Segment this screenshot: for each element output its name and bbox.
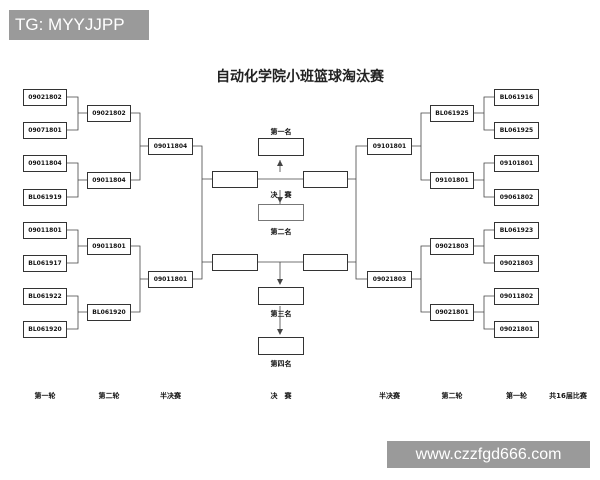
round-label-center: 决 赛 — [270, 392, 292, 400]
round-label-right-1: 半决赛 — [379, 392, 400, 400]
second-place-slot — [258, 204, 304, 221]
round-label-left-3: 半决赛 — [160, 392, 181, 400]
round-label-right-2: 第二轮 — [441, 392, 463, 400]
first-place-label: 第一名 — [270, 128, 292, 136]
left-round1-team-8: BL061920 — [23, 321, 67, 338]
left-round1-team-3: 09011804 — [23, 155, 67, 172]
round-label-right-4: 共16届比赛 — [549, 392, 587, 400]
final-label: 决 赛 — [270, 191, 292, 199]
left-round1-team-5: 09011801 — [23, 222, 67, 239]
watermark-top-left: TG: MYYJJPP — [9, 10, 149, 40]
right-round2-team-1: BL061925 — [430, 105, 474, 122]
left-round1-team-4: BL061919 — [23, 189, 67, 206]
left-semi-slot-2 — [212, 254, 258, 271]
right-round1-team-5: BL061923 — [494, 222, 539, 239]
left-semi-slot-1 — [212, 171, 258, 188]
left-round1-team-1: 09021802 — [23, 89, 67, 106]
left-round2-team-4: BL061920 — [87, 304, 131, 321]
bracket-title: 自动化学院小班篮球淘汰赛 — [216, 69, 384, 85]
watermark-bottom-right: www.czzfgd666.com — [387, 441, 590, 468]
right-quarter-team-1: 09101801 — [367, 138, 412, 155]
left-round2-team-1: 09021802 — [87, 105, 131, 122]
right-round2-team-4: 09021801 — [430, 304, 474, 321]
round-label-left-2: 第二轮 — [98, 392, 120, 400]
right-round1-team-2: BL061925 — [494, 122, 539, 139]
round-label-left-1: 第一轮 — [34, 392, 56, 400]
right-round1-team-7: 09011802 — [494, 288, 539, 305]
second-place-label: 第二名 — [270, 228, 292, 236]
third-place-slot — [258, 287, 304, 305]
fourth-place-label: 第四名 — [270, 360, 292, 368]
right-round2-team-2: 09101801 — [430, 172, 474, 189]
right-round1-team-6: 09021803 — [494, 255, 539, 272]
right-quarter-team-2: 09021803 — [367, 271, 412, 288]
right-round1-team-3: 09101801 — [494, 155, 539, 172]
left-round1-team-2: 09071801 — [23, 122, 67, 139]
left-round1-team-7: BL061922 — [23, 288, 67, 305]
left-round2-team-3: 09011801 — [87, 238, 131, 255]
first-place-slot — [258, 138, 304, 156]
fourth-place-slot — [258, 337, 304, 355]
left-round2-team-2: 09011804 — [87, 172, 131, 189]
right-round1-team-8: 09021801 — [494, 321, 539, 338]
right-round1-team-4: 09061802 — [494, 189, 539, 206]
left-quarter-team-2: 09011801 — [148, 271, 193, 288]
left-quarter-team-1: 09011804 — [148, 138, 193, 155]
right-round2-team-3: 09021803 — [430, 238, 474, 255]
right-round1-team-1: BL061916 — [494, 89, 539, 106]
round-label-right-3: 第一轮 — [506, 392, 527, 400]
left-round1-team-6: BL061917 — [23, 255, 67, 272]
third-place-label: 第三名 — [270, 310, 292, 318]
right-semi-slot-2 — [303, 254, 348, 271]
right-semi-slot-1 — [303, 171, 348, 188]
